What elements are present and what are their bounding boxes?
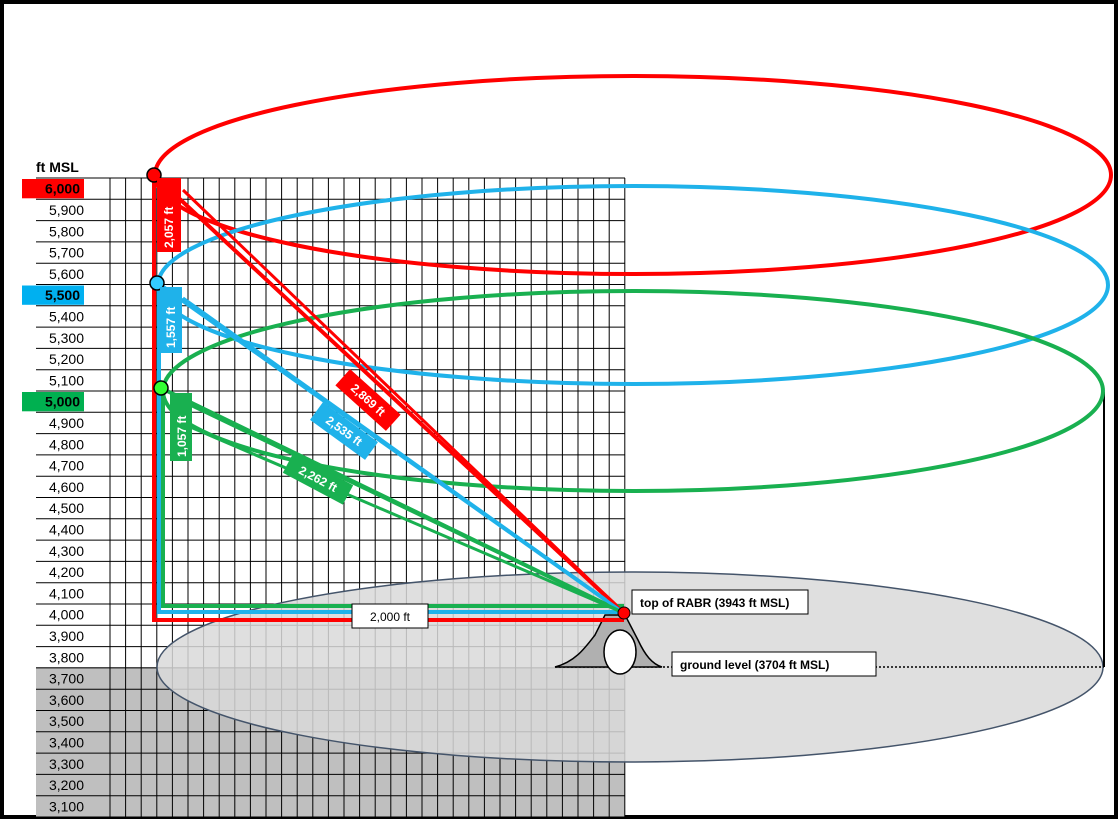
rabr-top-marker: [617, 606, 631, 620]
vlabel-6000-text: 2,057 ft: [162, 207, 176, 248]
y-tick-label: 3,400: [49, 734, 84, 750]
y-tick-label: 4,900: [49, 415, 84, 431]
y-tick-label: 5,500: [45, 287, 80, 303]
vlabel-5000: 1,057 ft: [170, 393, 192, 461]
red-slant-line: [152, 173, 626, 615]
red-path: [152, 175, 624, 622]
y-tick-label: 4,000: [49, 607, 84, 623]
y-tick-highlight: [22, 285, 84, 305]
rabr-cutout: [603, 629, 637, 675]
callout-ground-text: ground level (3704 ft MSL): [680, 658, 829, 672]
marker-5000: [153, 380, 169, 396]
vlabel-5500-text: 1,557 ft: [164, 307, 178, 348]
y-tick-label: 3,500: [49, 713, 84, 729]
y-axis-title: ft MSL: [36, 159, 79, 175]
y-tick-label: 3,900: [49, 628, 84, 644]
y-tick-label: 4,600: [49, 479, 84, 495]
y-tick-label: 4,400: [49, 521, 84, 537]
horizontal-distance-label: 2,000 ft: [351, 603, 429, 629]
y-tick-label: 4,100: [49, 585, 84, 601]
y-tick-label: 3,100: [49, 798, 84, 814]
y-tick-label: 5,800: [49, 223, 84, 239]
y-tick-label: 5,600: [49, 266, 84, 282]
y-tick-label: 4,500: [49, 500, 84, 516]
blue-secondary-line: [182, 296, 625, 615]
y-tick-label: 3,800: [49, 649, 84, 665]
y-tick-label: 5,200: [49, 351, 84, 367]
y-tick-label: 6,000: [45, 181, 80, 197]
y-tick-label: 4,700: [49, 458, 84, 474]
y-tick-label: 5,900: [49, 202, 84, 218]
green-secondary-line: [187, 402, 625, 615]
callout-top-text: top of RABR (3943 ft MSL): [640, 596, 789, 610]
y-tick-label: 5,300: [49, 330, 84, 346]
y-tick-label: 5,100: [49, 372, 84, 388]
red-secondary-line: [181, 188, 626, 615]
vlabel-5000-text: 1,057 ft: [175, 416, 189, 457]
below-ground-axis-shading: [36, 667, 110, 817]
callout-top-rabr: top of RABR (3943 ft MSL): [631, 589, 809, 615]
y-tick-label: 3,700: [49, 671, 84, 687]
y-tick-label: 5,400: [49, 308, 84, 324]
vlabel-5500: 1,557 ft: [160, 287, 182, 353]
vlabel-6000: 2,057 ft: [157, 178, 181, 252]
callout-ground-level: ground level (3704 ft MSL): [671, 651, 877, 677]
green-path: [161, 389, 624, 608]
ellipse-6000: [153, 74, 1113, 276]
marker-5500: [149, 275, 165, 291]
y-axis-ticks: 6,000 5,900 5,800 5,700 5,600 5,500 5,400 5,300…: [22, 179, 84, 814]
horizontal-distance-text: 2,000 ft: [370, 610, 411, 624]
y-tick-label: 3,200: [49, 777, 84, 793]
y-tick-highlight: [22, 179, 84, 199]
y-tick-label: 4,800: [49, 436, 84, 452]
y-tick-label: 5,000: [45, 394, 80, 410]
y-tick-label: 3,300: [49, 756, 84, 772]
y-tick-label: 4,200: [49, 564, 84, 580]
y-tick-label: 3,600: [49, 692, 84, 708]
y-tick-label: 4,300: [49, 543, 84, 559]
y-tick-label: 5,700: [49, 245, 84, 261]
green-tertiary-line: [187, 424, 625, 615]
y-tick-highlight: [22, 392, 84, 412]
